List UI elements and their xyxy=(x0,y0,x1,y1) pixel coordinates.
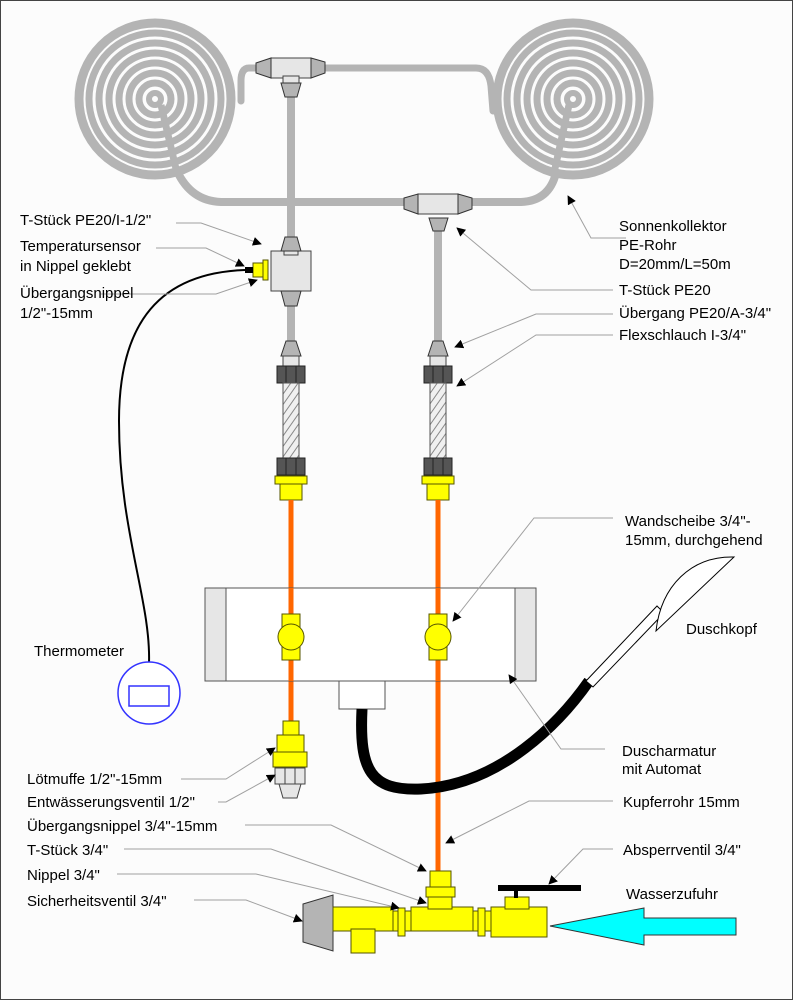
label-drain-valve: Entwässerungsventil 1/2" xyxy=(27,794,195,811)
inlet-assembly xyxy=(302,870,581,954)
label-solar-collector-line3: D=20mm/L=50m xyxy=(619,256,731,273)
labels: T-Stück PE20/I-1/2" Temperatursensor in … xyxy=(20,212,771,910)
label-transition-nipple: Übergangsnippel xyxy=(20,284,133,302)
label-transition-pe20: Übergang PE20/A-3/4" xyxy=(619,304,771,322)
t-piece-pe20-i xyxy=(245,236,312,307)
label-t-piece-34: T-Stück 3/4" xyxy=(27,842,108,859)
leader-lines xyxy=(101,195,626,923)
label-transition-nipple-line2: 1/2"-15mm xyxy=(20,305,93,322)
label-shutoff-valve: Absperrventil 3/4" xyxy=(623,842,741,859)
wall-disc-left xyxy=(277,613,305,661)
solar-collector-right xyxy=(492,18,654,180)
solar-collector-left xyxy=(74,18,236,180)
label-shower-fitting: Duscharmatur xyxy=(622,743,716,760)
label-wall-disc: Wandscheibe 3/4"- xyxy=(625,513,751,530)
shower-fitting-box xyxy=(204,587,537,710)
shower-head-icon xyxy=(585,556,736,688)
label-water-supply: Wasserzufuhr xyxy=(626,886,718,903)
drain-valve xyxy=(274,767,306,799)
shutoff-valve-handle xyxy=(498,885,581,891)
t-piece-pe20 xyxy=(403,193,473,232)
thermometer-cable xyxy=(117,269,246,664)
thermometer-icon xyxy=(117,661,181,725)
label-solar-collector-line2: PE-Rohr xyxy=(619,237,677,254)
label-solder-sleeve: Lötmuffe 1/2"-15mm xyxy=(27,771,162,788)
label-wall-disc-line2: 15mm, durchgehend xyxy=(625,532,763,549)
label-shower-head: Duschkopf xyxy=(686,621,758,638)
label-safety-valve: Sicherheitsventil 3/4" xyxy=(27,893,167,910)
label-transition-nipple-34: Übergangsnippel 3/4"-15mm xyxy=(27,817,217,835)
label-shower-fitting-line2: mit Automat xyxy=(622,761,702,778)
shower-hose xyxy=(356,677,594,795)
safety-valve xyxy=(302,894,334,952)
flex-hose-right xyxy=(421,340,455,501)
label-copper-pipe: Kupferrohr 15mm xyxy=(623,794,740,811)
pe-pipe-network xyxy=(173,64,560,345)
t-piece-top xyxy=(255,57,326,98)
label-t-piece-pe20: T-Stück PE20 xyxy=(619,282,711,299)
label-flex-hose: Flexschlauch I-3/4" xyxy=(619,327,746,344)
solder-sleeve xyxy=(272,720,308,768)
label-nipple-34: Nippel 3/4" xyxy=(27,867,100,884)
label-temperature-sensor-line2: in Nippel geklebt xyxy=(20,258,132,275)
label-thermometer: Thermometer xyxy=(34,643,124,660)
wall-disc-right xyxy=(424,613,452,661)
label-t-piece-pe20-i: T-Stück PE20/I-1/2" xyxy=(20,212,151,229)
label-solar-collector: Sonnenkollektor xyxy=(619,218,727,235)
water-inlet-arrow xyxy=(549,907,737,946)
label-temperature-sensor: Temperatursensor xyxy=(20,238,141,255)
flex-hose-left xyxy=(274,340,308,501)
